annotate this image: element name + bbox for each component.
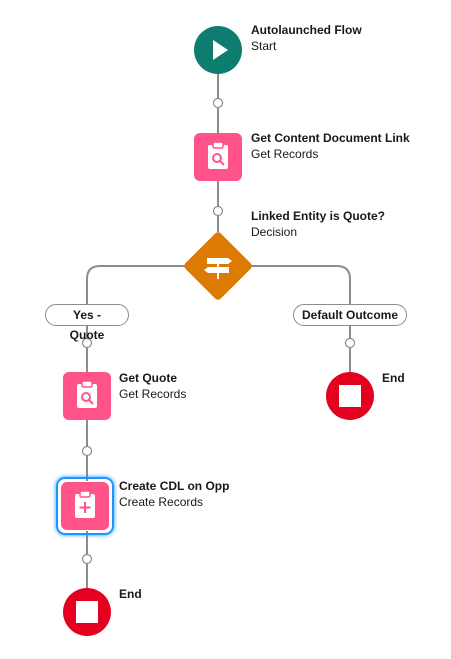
- start-subtitle: Start: [251, 39, 277, 53]
- add-element-handle: [212, 97, 224, 109]
- end-left-title: End: [119, 587, 142, 601]
- clipboard-search-icon: [77, 380, 97, 408]
- get-quote-node[interactable]: [63, 372, 111, 420]
- decision-label: Linked Entity is Quote? Decision: [251, 208, 385, 240]
- get-content-document-link-label: Get Content Document Link Get Records: [251, 130, 410, 162]
- clipboard-add-icon: [75, 490, 95, 518]
- decision-title: Linked Entity is Quote?: [251, 209, 386, 223]
- add-element-handle: [212, 205, 224, 217]
- stop-icon: [76, 601, 98, 623]
- outcome-default[interactable]: Default Outcome: [293, 304, 407, 326]
- add-element-handle: [81, 445, 93, 457]
- get-content-document-link-node[interactable]: [194, 133, 242, 181]
- end-right-title: End: [382, 371, 405, 385]
- create-cdl-on-opp-node[interactable]: [61, 482, 109, 530]
- start-title: Autolaunched Flow: [251, 23, 362, 37]
- add-element-handle: [81, 337, 93, 349]
- selection-highlight: [56, 477, 114, 535]
- create-cdl-label: Create CDL on Opp Create Records: [119, 478, 229, 510]
- clipboard-search-icon: [208, 141, 228, 169]
- create-cdl-title: Create CDL on Opp: [119, 479, 230, 493]
- get-quote-subtitle: Get Records: [119, 387, 187, 401]
- get-quote-label: Get Quote Get Records: [119, 370, 186, 402]
- start-label: Autolaunched Flow Start: [251, 22, 362, 54]
- end-node-right[interactable]: [326, 372, 374, 420]
- get-cdl-subtitle: Get Records: [251, 147, 319, 161]
- decision-subtitle: Decision: [251, 225, 298, 239]
- outcome-yes-quote[interactable]: Yes - Quote: [45, 304, 129, 342]
- get-quote-title: Get Quote: [119, 371, 178, 385]
- end-label-left: End: [119, 586, 142, 602]
- start-node[interactable]: [194, 26, 242, 74]
- decision-signpost-icon: [204, 258, 232, 279]
- add-element-handle: [344, 337, 356, 349]
- end-label-right: End: [382, 370, 405, 386]
- play-icon: [213, 40, 228, 60]
- stop-icon: [339, 385, 361, 407]
- end-node-left[interactable]: [63, 588, 111, 636]
- add-element-handle: [81, 553, 93, 565]
- create-cdl-subtitle: Create Records: [119, 495, 204, 509]
- get-cdl-title: Get Content Document Link: [251, 131, 410, 145]
